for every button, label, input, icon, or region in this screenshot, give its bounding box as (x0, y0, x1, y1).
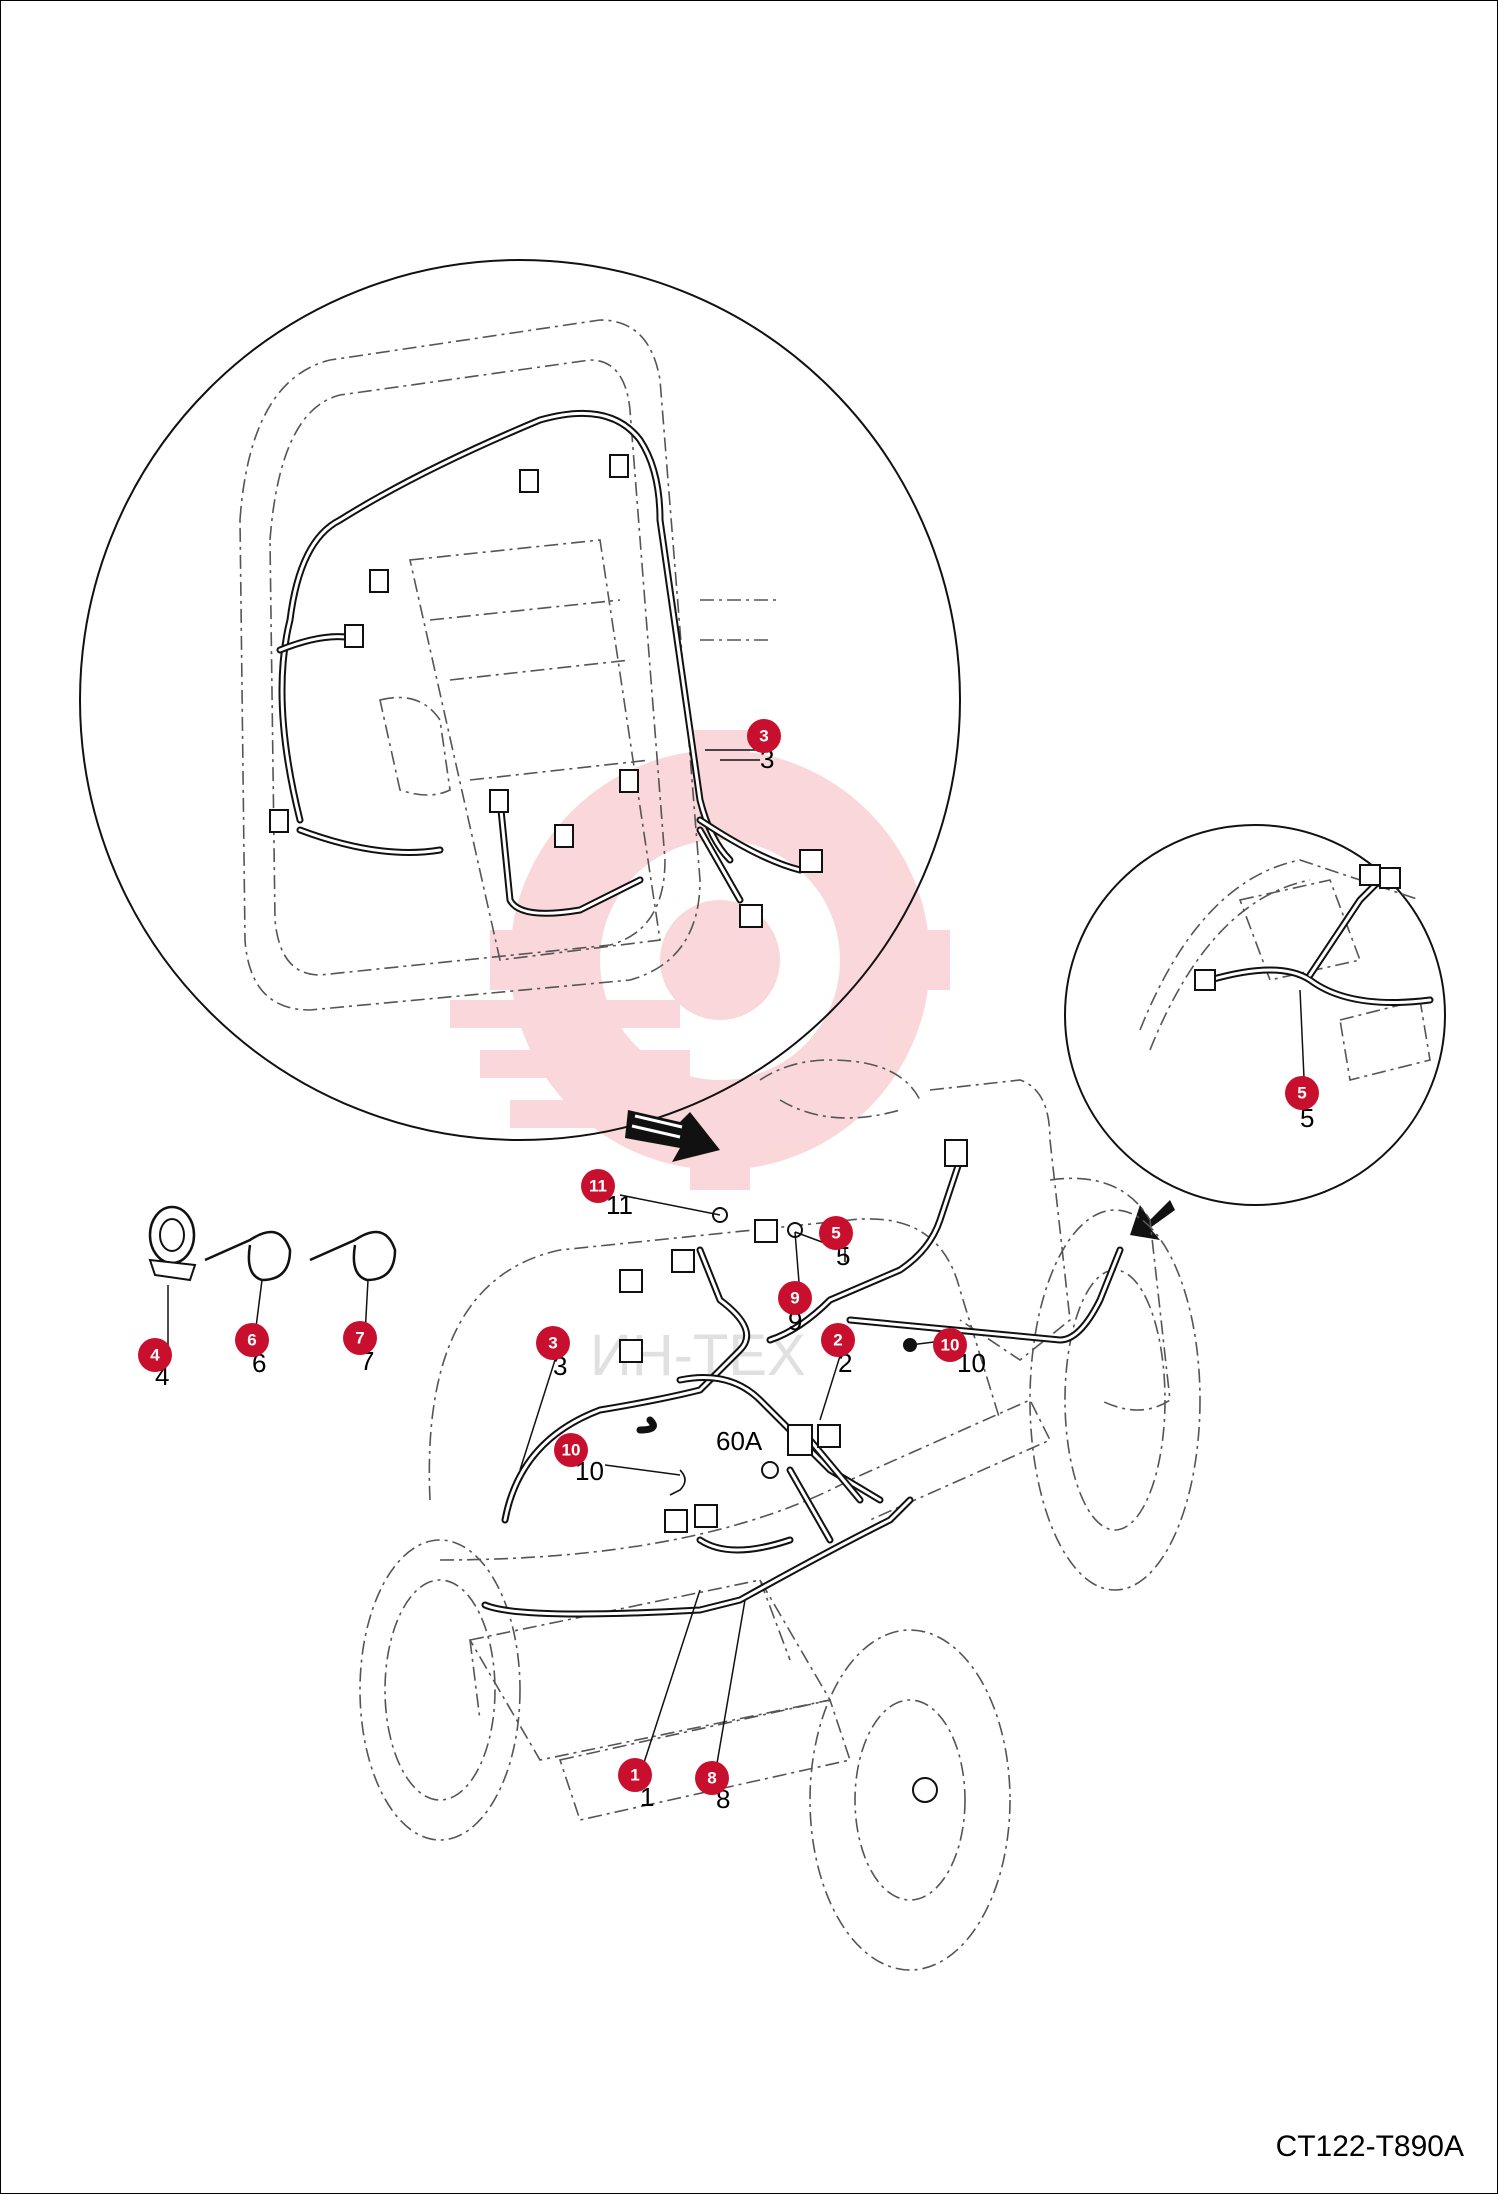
callout-badge (235, 1323, 269, 1357)
callout-badge (778, 1281, 812, 1315)
text-labels: 60A (716, 1426, 763, 1456)
callout-number: 2 (833, 1331, 842, 1350)
callout-number: 11 (589, 1177, 607, 1196)
callout-number: 7 (355, 1329, 364, 1348)
callout-number: 6 (247, 1331, 256, 1350)
part-cable-tie-6 (204, 1230, 292, 1282)
callout-badge (536, 1326, 570, 1360)
callout-badge (695, 1761, 729, 1795)
fuse-label: 60A (716, 1426, 763, 1456)
detail-circle-side (1064, 824, 1446, 1206)
callout-number: 1 (630, 1766, 639, 1785)
part-cable-tie-7 (309, 1230, 397, 1282)
callout-badge (821, 1323, 855, 1357)
leader-lines (167, 759, 1306, 1776)
callout-badge (1285, 1076, 1319, 1110)
callout-number: 10 (562, 1441, 581, 1460)
arrow-to-side-detail (1130, 1200, 1175, 1240)
callout-number: 10 (941, 1336, 960, 1355)
callout-badge (554, 1433, 588, 1467)
callout-number: 3 (548, 1334, 557, 1353)
callout-badge (618, 1758, 652, 1792)
callout-number: 3 (759, 727, 768, 746)
callout-badge (819, 1216, 853, 1250)
callout-number: 5 (831, 1224, 840, 1243)
figure-code: CT122-T890A (1275, 2130, 1464, 2163)
callout-number: 8 (707, 1769, 716, 1788)
callout-badge (747, 719, 781, 753)
callout-badge (933, 1328, 967, 1362)
arrow-to-rear-detail (625, 1110, 720, 1162)
callout-badge (581, 1169, 615, 1203)
tractor-outline (359, 1059, 1201, 1971)
callout-badge (343, 1321, 377, 1355)
callout-label: 5 (1300, 1103, 1314, 1133)
callout-number: 5 (1297, 1084, 1306, 1103)
detail-circle-rear-harness (79, 259, 961, 1141)
callout-number: 4 (150, 1346, 160, 1365)
part-clamp-4 (148, 1205, 197, 1282)
main-wire-harness (481, 1139, 1124, 1618)
callout-number: 9 (790, 1289, 799, 1308)
callout-badge (138, 1338, 172, 1372)
